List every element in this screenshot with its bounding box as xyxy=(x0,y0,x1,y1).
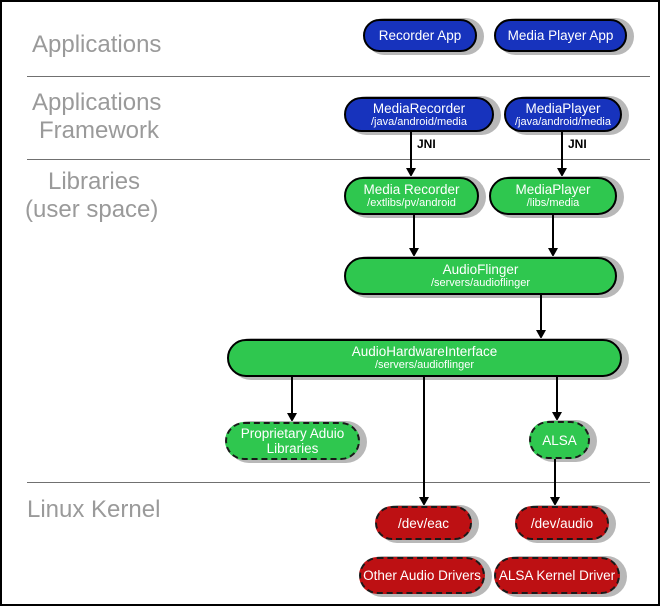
jni-label-right: JNI xyxy=(568,137,587,151)
node-audioflinger-path: /servers/audioflinger xyxy=(430,277,531,289)
separator-libraries-kernel xyxy=(27,482,650,483)
node-mediarecorder-framework-title: MediaRecorder xyxy=(372,100,466,116)
layer-label-libraries-line1: Libraries xyxy=(48,168,141,195)
connector-line xyxy=(556,377,558,412)
layer-label-linux-kernel: Linux Kernel xyxy=(27,496,161,523)
separator-framework-libraries xyxy=(27,159,650,160)
node-recorder-app-title: Recorder App xyxy=(378,28,462,43)
node-audiohardwareinterface-title: AudioHardwareInterface xyxy=(351,344,498,359)
connector-line xyxy=(552,215,554,248)
arrow-down-icon xyxy=(409,248,419,257)
node-mediaplayer-lib-path: /libs/media xyxy=(526,197,580,209)
node-alsa-kernel-driver: ALSA Kernel Driver xyxy=(494,557,620,594)
node-dev-audio-title: /dev/audio xyxy=(530,515,594,531)
layer-label-applications: Applications xyxy=(32,31,162,58)
connector-line xyxy=(410,132,412,168)
connector-playerlib-audioflinger xyxy=(548,215,558,257)
node-mediaplayer-framework: MediaPlayer /java/android/media xyxy=(504,97,622,132)
connector-ahi-proprietary xyxy=(287,377,297,422)
jni-label-left: JNI xyxy=(417,137,436,151)
connector-line xyxy=(554,459,556,497)
node-mediarecorder-framework-path: /java/android/media xyxy=(370,115,467,128)
node-recorder-app: Recorder App xyxy=(363,19,477,52)
node-mediaplayer-lib: MediaPlayer /libs/media xyxy=(489,177,617,215)
node-alsa-kernel-driver-title: ALSA Kernel Driver xyxy=(498,568,616,583)
connector-ahi-deveac xyxy=(419,377,429,506)
node-media-recorder-lib-title: Media Recorder xyxy=(363,182,460,197)
connector-mediarecorder-jni xyxy=(406,132,416,177)
node-dev-eac: /dev/eac xyxy=(375,506,472,540)
arrow-down-icon xyxy=(557,168,567,177)
node-audiohardwareinterface-path: /servers/audioflinger xyxy=(374,359,475,371)
node-media-player-app: Media Player App xyxy=(494,19,627,52)
node-audiohardwareinterface: AudioHardwareInterface /servers/audiofli… xyxy=(227,339,622,377)
node-audioflinger-title: AudioFlinger xyxy=(442,262,519,277)
node-media-player-app-title: Media Player App xyxy=(507,28,614,43)
node-audioflinger: AudioFlinger /servers/audioflinger xyxy=(344,257,617,295)
connector-ahi-alsa xyxy=(552,377,562,421)
layer-label-applications-framework-line2: Framework xyxy=(39,117,160,144)
node-mediaplayer-framework-path: /java/android/media xyxy=(514,115,611,128)
arrow-down-icon xyxy=(406,168,416,177)
arrow-down-icon xyxy=(536,330,546,339)
connector-line xyxy=(291,377,293,413)
node-mediarecorder-framework: MediaRecorder /java/android/media xyxy=(344,97,494,132)
connector-alsa-devaudio xyxy=(550,459,560,506)
node-alsa-title: ALSA xyxy=(542,432,577,448)
node-mediaplayer-lib-title: MediaPlayer xyxy=(515,182,591,197)
connector-line xyxy=(540,295,542,330)
layer-label-applications-framework-line1: Applications xyxy=(32,89,162,116)
node-other-audio-drivers: Other Audio Drivers xyxy=(359,557,485,594)
arrow-down-icon xyxy=(550,497,560,506)
node-other-audio-drivers-title: Other Audio Drivers xyxy=(363,568,481,583)
node-proprietary-audio-libraries: Proprietary Aduio Libraries xyxy=(225,422,360,460)
arrow-down-icon xyxy=(287,413,297,422)
connector-line xyxy=(561,132,563,168)
arrow-down-icon xyxy=(548,248,558,257)
connector-audioflinger-ahi xyxy=(536,295,546,339)
node-dev-eac-title: /dev/eac xyxy=(397,515,450,531)
node-mediaplayer-framework-title: MediaPlayer xyxy=(525,100,601,116)
connector-line xyxy=(423,377,425,497)
node-proprietary-audio-libraries-line2: Libraries xyxy=(266,441,319,456)
node-alsa: ALSA xyxy=(529,421,590,459)
arrow-down-icon xyxy=(419,497,429,506)
connector-line xyxy=(413,215,415,248)
connector-recorderlib-audioflinger xyxy=(409,215,419,257)
node-media-recorder-lib-path: /extlibs/pv/android xyxy=(367,197,456,209)
layer-label-libraries-line2: (user space) xyxy=(25,196,159,223)
node-media-recorder-lib: Media Recorder /extlibs/pv/android xyxy=(344,177,479,215)
arrow-down-icon xyxy=(552,412,562,421)
connector-mediaplayer-jni xyxy=(557,132,567,177)
node-proprietary-audio-libraries-line1: Proprietary Aduio xyxy=(240,426,345,441)
node-dev-audio: /dev/audio xyxy=(515,506,609,540)
separator-applications-framework xyxy=(27,76,650,77)
